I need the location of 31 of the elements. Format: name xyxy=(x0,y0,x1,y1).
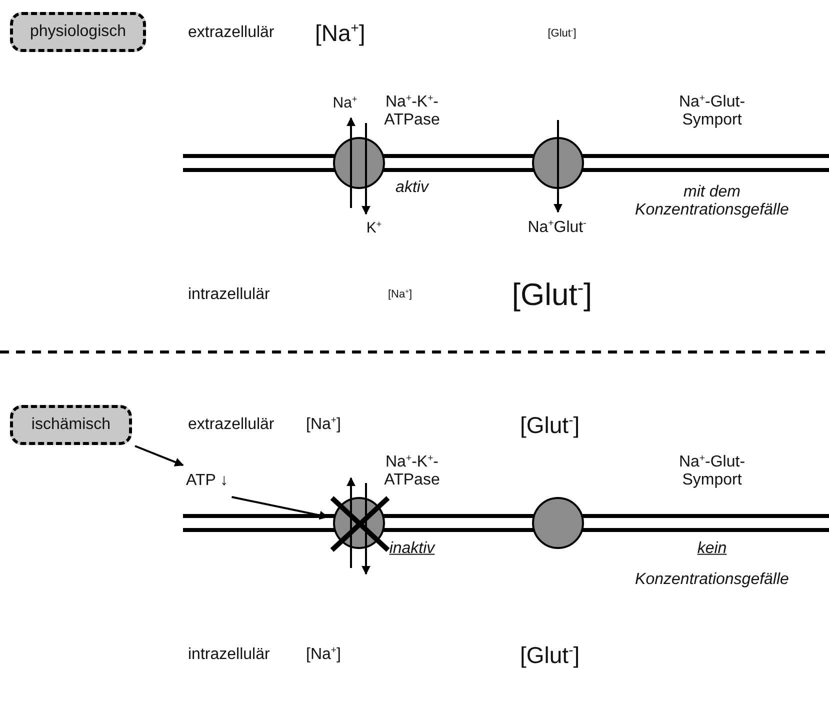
text-label: inaktiv xyxy=(389,540,435,558)
text-label: Na$^{+}$-Glut- Symport xyxy=(678,454,746,490)
text-label: [Glut$^{-}$] xyxy=(520,642,580,668)
text-label: kein xyxy=(697,540,727,558)
text-label: aktiv xyxy=(396,178,428,198)
text-label: Konzentrationsgefälle xyxy=(635,570,789,590)
text-label: extrazellulär xyxy=(188,416,274,434)
transporter-circle xyxy=(532,497,584,549)
text-label: Na$^{+}$-K$^{+}$- ATPase xyxy=(383,94,441,130)
transporter-circle xyxy=(532,137,584,189)
transporter-circle xyxy=(333,137,385,189)
energy-text: ATP ↓ xyxy=(186,468,252,494)
state-tag: ischämisch xyxy=(10,405,132,445)
text-label: [Glut$^{-}$] xyxy=(520,412,580,438)
state-tag: physiologisch xyxy=(10,12,146,52)
text-label: K$^{+}$ xyxy=(366,219,382,237)
text-label: intrazellulär xyxy=(188,286,270,304)
text-label: Na$^{+}$Glut$^{-}$ xyxy=(528,218,586,238)
text-label: intrazellulär xyxy=(188,646,270,664)
text-label: [Glut$^{-}$] xyxy=(548,28,576,40)
arrow xyxy=(134,445,184,466)
text-label: [Na$^{+}$] xyxy=(388,288,412,302)
text-label: Na$^{+}$ xyxy=(332,94,358,112)
text-label: Na$^{+}$-Glut- Symport xyxy=(678,94,746,130)
text-label: mit dem Konzentrationsgefälle xyxy=(634,184,790,220)
text-label: [Glut$^{-}$] xyxy=(512,277,592,313)
text-label: [Na$^{+}$] xyxy=(315,20,366,46)
text-label: [Na$^{+}$] xyxy=(306,646,341,664)
text-label: [Na$^{+}$] xyxy=(306,416,341,434)
text-label: extrazellulär xyxy=(188,24,274,42)
text-label: Na$^{+}$-K$^{+}$- ATPase xyxy=(383,454,441,490)
